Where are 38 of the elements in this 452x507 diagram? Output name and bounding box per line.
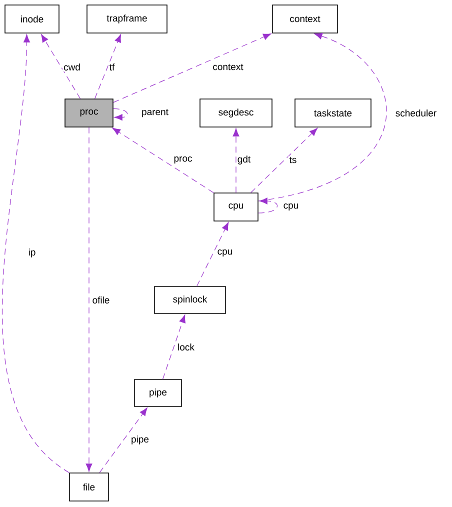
struct-box: taskstate <box>294 98 372 128</box>
dashed-arrow <box>112 128 214 193</box>
edge-label: ts <box>288 156 298 164</box>
struct-box: file <box>69 472 109 502</box>
edge-label: ip <box>27 248 37 258</box>
dashed-arrow <box>86 127 92 472</box>
dashed-arrow <box>258 33 386 202</box>
dashed-arrow <box>113 108 128 121</box>
dashed-arrow <box>258 198 278 214</box>
edge-label: parent <box>140 108 170 118</box>
dashed-arrow <box>94 34 122 99</box>
struct-box: context <box>272 4 338 34</box>
struct-box: segdesc <box>200 98 272 128</box>
edge-label: gdt <box>236 154 252 166</box>
edge-label: cwd <box>62 62 82 72</box>
edge-label: tf <box>108 62 116 72</box>
edge-label: context <box>212 62 244 72</box>
dashed-arrow <box>113 33 272 103</box>
struct-box: inode <box>4 4 60 34</box>
edge-label: cpu <box>282 202 300 212</box>
edge-label: ofile <box>91 296 111 304</box>
dashed-arrow <box>41 34 81 99</box>
edge-label: cpu <box>216 248 234 258</box>
edge-label: scheduler <box>394 108 438 118</box>
struct-box: trapframe <box>86 4 168 34</box>
edge-label: lock <box>176 342 196 352</box>
edge-label: pipe <box>130 434 150 446</box>
dashed-arrow <box>162 314 186 380</box>
dashed-arrow <box>232 128 240 193</box>
dashed-arrow <box>99 408 148 473</box>
dashed-arrow <box>196 222 229 286</box>
dashed-arrow <box>250 128 318 193</box>
struct-box: cpu <box>214 192 258 222</box>
struct-box: proc <box>64 98 114 128</box>
edge-label: proc <box>172 155 194 165</box>
dashed-arrow <box>2 34 70 473</box>
struct-box: pipe <box>134 379 182 407</box>
struct-box: spinlock <box>154 286 226 314</box>
